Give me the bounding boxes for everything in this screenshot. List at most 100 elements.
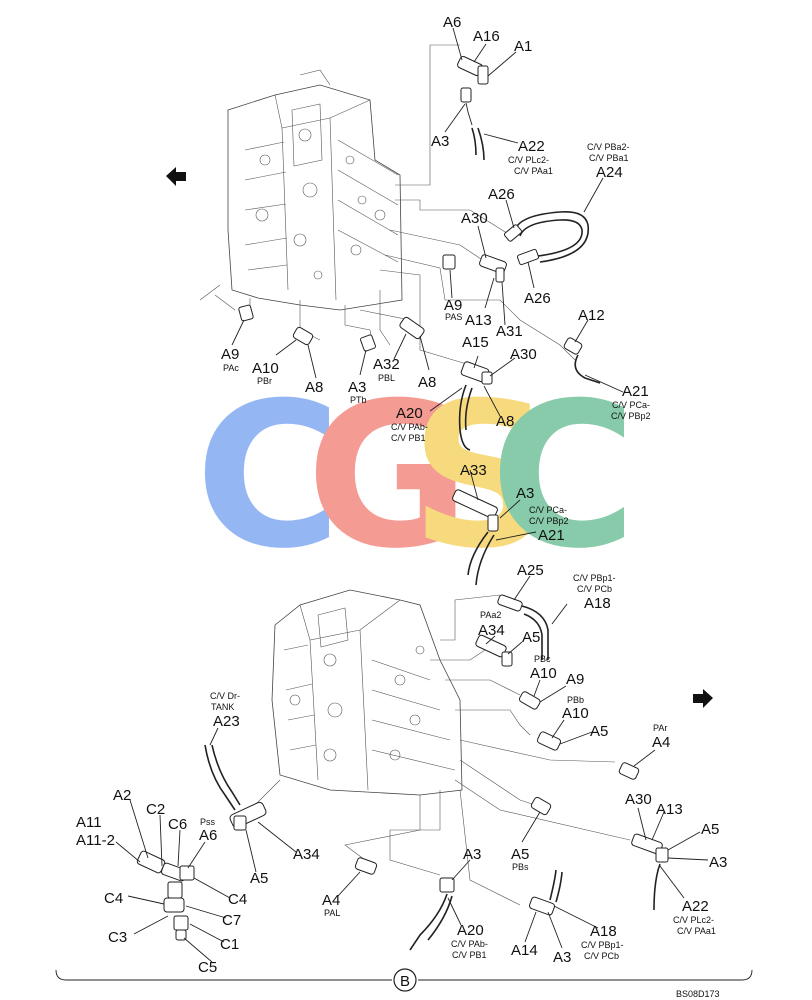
label-a10-pbr: A10 <box>252 360 279 377</box>
label-pbb: PBb <box>567 695 584 705</box>
section-marker: B <box>400 973 410 990</box>
label-a21-top-sub1: C/V PCa- <box>612 400 650 410</box>
label-a26-a: A26 <box>488 186 515 203</box>
label-a30-mid: A30 <box>510 346 537 363</box>
label-a22-bot: A22 <box>682 898 709 915</box>
label-a6-top: A6 <box>443 14 461 31</box>
hose-a24 <box>503 210 589 266</box>
label-a18-top-sub2: C/V PCb <box>577 584 612 594</box>
label-a8-b: A8 <box>418 374 436 391</box>
label-a12: A12 <box>578 307 605 324</box>
label-a34-top: A34 <box>478 622 505 639</box>
label-a9-pac: A9 <box>221 346 239 363</box>
label-a18-top-sub1: C/V PBp1- <box>573 573 616 583</box>
label-a32: A32 <box>373 356 400 373</box>
label-pss: Pss <box>200 817 216 827</box>
label-a3-mid: A3 <box>516 485 534 502</box>
label-a24-sub1: C/V PBa2- <box>587 142 630 152</box>
small-fittings-top <box>238 304 425 352</box>
watermark-letter-c2: C <box>490 360 637 593</box>
label-a24-sub2: C/V PBa1 <box>589 153 629 163</box>
label-a5-br: A5 <box>701 821 719 838</box>
label-a33: A33 <box>460 462 487 479</box>
control-valve-top <box>199 69 403 311</box>
label-a18-bot-sub1: C/V PBp1- <box>581 940 624 950</box>
label-pbr: PBr <box>257 376 272 386</box>
drawing-code: BS08D173 <box>676 989 720 999</box>
label-c4-left: C4 <box>104 890 123 907</box>
label-a22-top: A22 <box>518 138 545 155</box>
fitting-a20-bottom <box>409 869 563 951</box>
label-a5-bot: A5 <box>250 870 268 887</box>
label-c3: C3 <box>108 929 127 946</box>
label-pbc: PBc <box>534 654 551 664</box>
label-a3-bot2: A3 <box>553 949 571 966</box>
label-a8-c: A8 <box>496 413 514 430</box>
label-a34-bot: A34 <box>293 846 320 863</box>
label-cvdr2: TANK <box>211 702 234 712</box>
label-a1: A1 <box>514 38 532 55</box>
label-pbs: PBs <box>512 862 529 872</box>
watermark-letter-c1: C <box>195 360 342 593</box>
tee-fitting-a16 <box>457 55 489 161</box>
leader-lines <box>115 27 709 963</box>
label-a20-top-sub2: C/V PB1 <box>391 433 426 443</box>
label-a10-b: A10 <box>562 705 589 722</box>
label-a23: A23 <box>213 713 240 730</box>
label-a20-bot: A20 <box>457 922 484 939</box>
watermark-letter-g: G <box>306 360 470 593</box>
label-a22-top-sub1: C/V PLc2- <box>508 155 549 165</box>
label-c5: C5 <box>198 959 217 976</box>
label-a4-par: A4 <box>652 734 670 751</box>
label-a4-pal: A4 <box>322 892 340 909</box>
label-a20-top: A20 <box>396 405 423 422</box>
label-a5-mid: A5 <box>590 723 608 740</box>
label-a5-pbs: A5 <box>511 846 529 863</box>
label-a9-pas: A9 <box>444 297 462 314</box>
label-a20-bot-sub2: C/V PB1 <box>452 950 487 960</box>
label-a30-bot: A30 <box>625 791 652 808</box>
label-a6-bot: A6 <box>199 827 217 844</box>
label-a26-b: A26 <box>524 290 551 307</box>
arrow-right-icon <box>693 689 713 708</box>
label-a24: A24 <box>596 164 623 181</box>
label-a11-2: A11-2 <box>76 832 115 849</box>
label-c7: C7 <box>222 912 241 929</box>
label-c1: C1 <box>220 936 239 953</box>
label-a20-top-sub1: C/V PAb- <box>391 422 428 432</box>
hose-a23 <box>204 744 267 831</box>
label-a16: A16 <box>473 28 500 45</box>
label-a13-bot: A13 <box>656 801 683 818</box>
fitting-a25 <box>497 594 549 660</box>
label-c6: C6 <box>168 816 187 833</box>
label-a5-pbc: A5 <box>522 629 540 646</box>
label-a31: A31 <box>496 323 523 340</box>
label-a11: A11 <box>76 814 102 831</box>
label-a14: A14 <box>511 942 538 959</box>
label-a22-top-sub2: C/V PAa1 <box>514 166 553 176</box>
label-pas: PAS <box>445 312 462 322</box>
fitting-a34-top <box>475 634 513 667</box>
label-a3-ptb: A3 <box>348 379 366 396</box>
section-bracket: B <box>55 968 753 992</box>
watermark-letter-s: S <box>410 360 554 593</box>
label-a20-bot-sub1: C/V PAb- <box>451 939 488 949</box>
label-a22-bot-sub1: C/V PLc2- <box>673 915 714 925</box>
label-a13-top: A13 <box>465 312 492 329</box>
label-a8-a: A8 <box>305 379 323 396</box>
label-a25: A25 <box>517 562 544 579</box>
fitting-a13-bottom <box>631 833 669 911</box>
label-pac: PAc <box>223 363 239 373</box>
bottom-pilot-lines <box>249 594 631 906</box>
label-par: PAr <box>653 723 667 733</box>
label-c4-right: C4 <box>228 891 247 908</box>
label-a10-pbb: A10 <box>530 665 557 682</box>
label-a3-br: A3 <box>709 854 727 871</box>
label-a9-pbb: A9 <box>566 671 584 688</box>
label-a21-mid-sub2: C/V PBp2 <box>529 516 569 526</box>
arrow-left-icon <box>166 167 186 186</box>
label-pal: PAL <box>324 908 340 918</box>
label-a21-mid-sub1: C/V PCa- <box>529 505 567 515</box>
label-pbl: PBL <box>378 373 395 383</box>
